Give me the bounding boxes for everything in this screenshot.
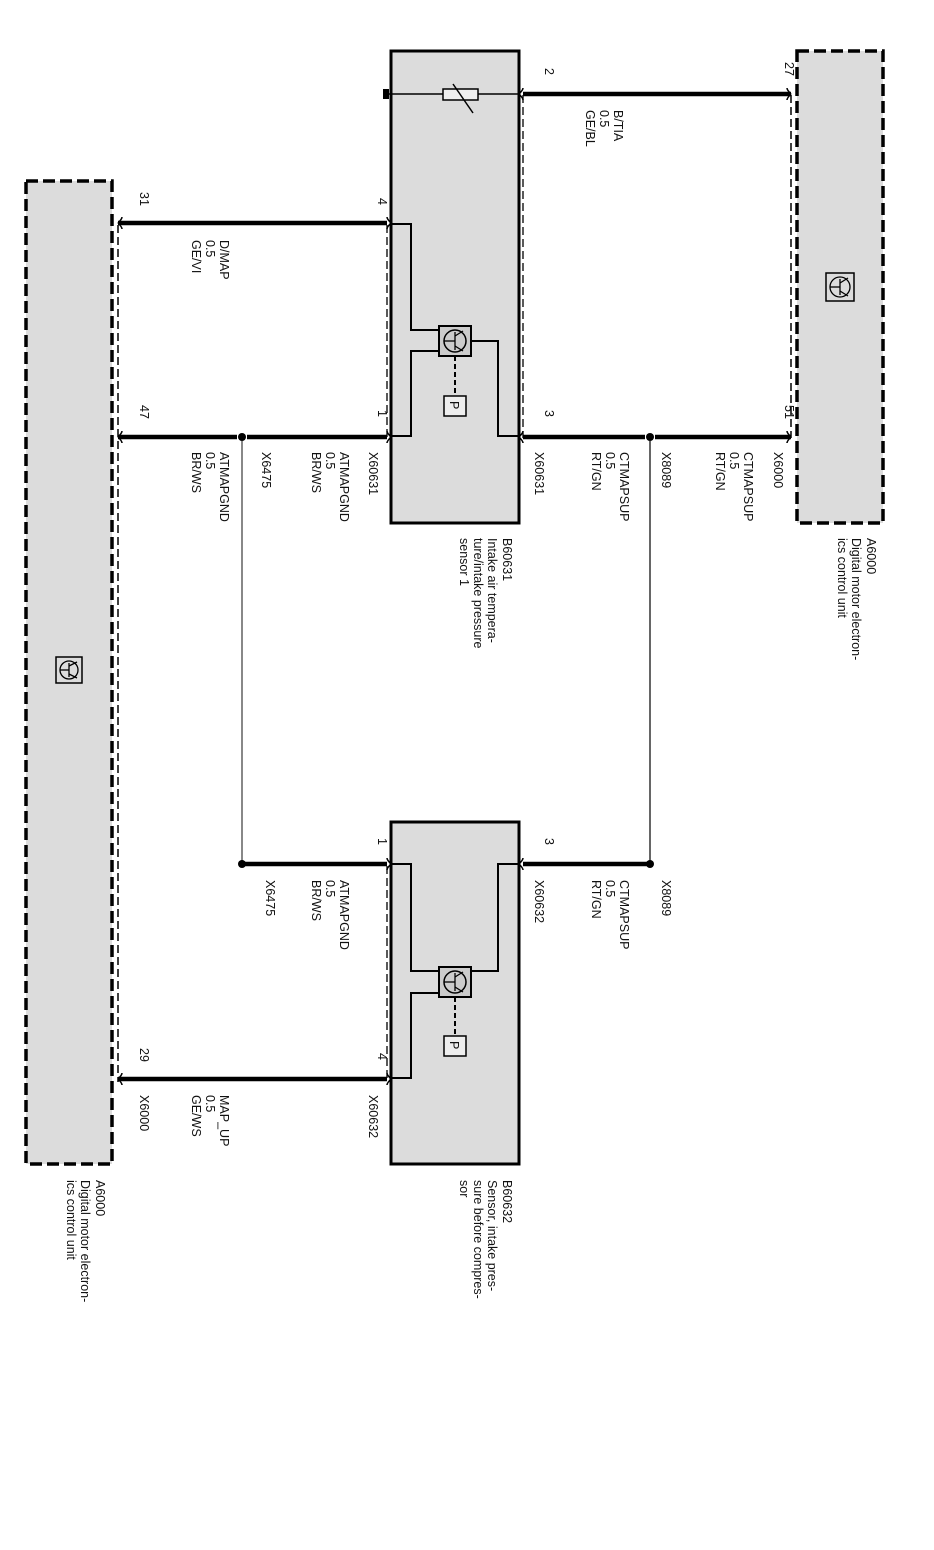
wire-ctmapsup-s2-color: RT/GN: [589, 880, 603, 919]
pin-label-3-s2: 3: [542, 838, 556, 845]
sensor1-desc-line1: Intake air tempera-: [485, 538, 499, 643]
sensor2-pressure-symbol: P: [447, 1041, 461, 1049]
pin-label-3-s1: 3: [542, 410, 556, 417]
wire-ctmapsup-s1-color: RT/GN: [589, 452, 603, 491]
wire-atmapgnd-s1-color: BR/WS: [309, 452, 323, 493]
splice-x8089-top-label: X8089: [659, 452, 673, 488]
wire-atmapgnd-s2[interactable]: [238, 860, 387, 868]
wire-atmapgnd-top[interactable]: [118, 433, 387, 441]
transistor-control-unit-icon: [825, 272, 855, 302]
wire-atmapgnd-s2-color: BR/WS: [309, 880, 323, 921]
wire-atmapgnd-ecu-color: BR/WS: [189, 452, 203, 493]
splice-x8089-top-dot: [646, 433, 654, 441]
wire-ctmapsup-s2-size: 0.5: [603, 880, 617, 897]
ecu-top-desc-line1: Digital motor electron-: [849, 538, 863, 660]
pin-label-51: 51: [782, 405, 796, 419]
sensor2-id: B60632: [500, 1180, 514, 1223]
ecu-top-id: A6000: [864, 538, 878, 574]
wire-btia-size: 0.5: [597, 110, 611, 127]
ecu-bottom-id: A6000: [93, 1180, 107, 1216]
sensor1-box: [389, 49, 521, 525]
sensor2-desc-line3: sor: [457, 1180, 471, 1197]
pin-label-1-s1: 1: [375, 410, 389, 417]
ecu-bottom-unit[interactable]: [24, 179, 119, 1166]
pin-label-47: 47: [137, 405, 151, 419]
sensor1-unit[interactable]: P: [383, 49, 524, 525]
wire-map-up-color: GE/WS: [189, 1095, 203, 1137]
pin-label-4-s2: 4: [375, 1053, 389, 1060]
splice-x6475-top-label: X6475: [259, 452, 273, 488]
ecu-top-desc-line2: ics control unit: [835, 538, 849, 618]
connector-x60631-pin3: X60631: [532, 452, 546, 495]
connector-x60632-pin4: X60632: [366, 1095, 380, 1138]
wire-atmapgnd-ecu-size: 0.5: [203, 452, 217, 469]
wire-ctmapsup-s2[interactable]: [523, 860, 654, 868]
connector-x6000-top: X6000: [771, 452, 785, 488]
wire-ctmapsup-s1-signal: CTMAPSUP: [617, 452, 631, 521]
sensor1-pressure-symbol: P: [447, 401, 461, 409]
wire-dmap-signal: D/MAP: [217, 240, 231, 280]
wire-btia-color: GE/BL: [583, 110, 597, 147]
wire-ctmapsup-ecu-signal: CTMAPSUP: [741, 452, 755, 521]
sensor2-desc-line1: Sensor, intake pres-: [485, 1180, 499, 1291]
pin-label-1-s2: 1: [375, 838, 389, 845]
splice-x6475-bottom-label: X6475: [263, 880, 277, 916]
wire-atmapgnd-s1-size: 0.5: [323, 452, 337, 469]
wire-ctmapsup-top[interactable]: [523, 433, 791, 441]
ecu-bottom-desc-line2: ics control unit: [64, 1180, 78, 1260]
connector-x6000-bottom: X6000: [137, 1095, 151, 1131]
pressure-sensor-icon: P: [438, 966, 472, 1057]
wire-ctmapsup-s1-size: 0.5: [603, 452, 617, 469]
wire-ctmapsup-ecu-color: RT/GN: [713, 452, 727, 491]
splice-x6475-top-dot: [238, 433, 246, 441]
pin-label-31: 31: [137, 192, 151, 206]
wire-dmap-size: 0.5: [203, 240, 217, 257]
connector-x60631-pin1: X60631: [366, 452, 380, 495]
wire-dmap-color: GE/VI: [189, 240, 203, 273]
splice-x6475-bottom-dot: [238, 860, 246, 868]
wire-atmapgnd-s1-signal: ATMAPGND: [337, 452, 351, 522]
transistor-control-unit-icon: [55, 656, 83, 684]
ecu-bottom-desc-line1: Digital motor electron-: [78, 1180, 92, 1302]
sensor2-unit[interactable]: P: [386, 820, 521, 1166]
sensor1-desc-line3: sensor 1: [457, 538, 471, 586]
wire-ctmapsup-s2-signal: CTMAPSUP: [617, 880, 631, 949]
ntc-resistor-icon: [383, 83, 519, 114]
ecu-top-unit[interactable]: [790, 49, 885, 525]
sensor2-desc-line2: sure before compres-: [471, 1180, 485, 1299]
wire-atmapgnd-ecu-signal: ATMAPGND: [217, 452, 231, 522]
wire-atmapgnd-s2-size: 0.5: [323, 880, 337, 897]
connector-x60632-pin3: X60632: [532, 880, 546, 923]
sensor1-id: B60631: [500, 538, 514, 581]
pin-label-27: 27: [782, 62, 796, 76]
wire-ctmapsup-ecu-size: 0.5: [727, 452, 741, 469]
wire-map-up-signal: MAP_UP: [217, 1095, 231, 1146]
pressure-sensor-icon: P: [438, 325, 472, 417]
pin-label-2: 2: [542, 68, 556, 75]
sensor1-desc-line2: ture/intake pressure: [471, 538, 485, 649]
splice-x8089-bottom-label: X8089: [659, 880, 673, 916]
wire-btia-signal: B/TIA: [611, 110, 625, 142]
pin-label-4: 4: [375, 198, 389, 205]
connector-hooks: [117, 87, 792, 1086]
wire-map-up-size: 0.5: [203, 1095, 217, 1112]
wire-atmapgnd-s2-signal: ATMAPGND: [337, 880, 351, 950]
splice-x8089-bottom-dot: [646, 860, 654, 868]
pin-label-29: 29: [137, 1048, 151, 1062]
